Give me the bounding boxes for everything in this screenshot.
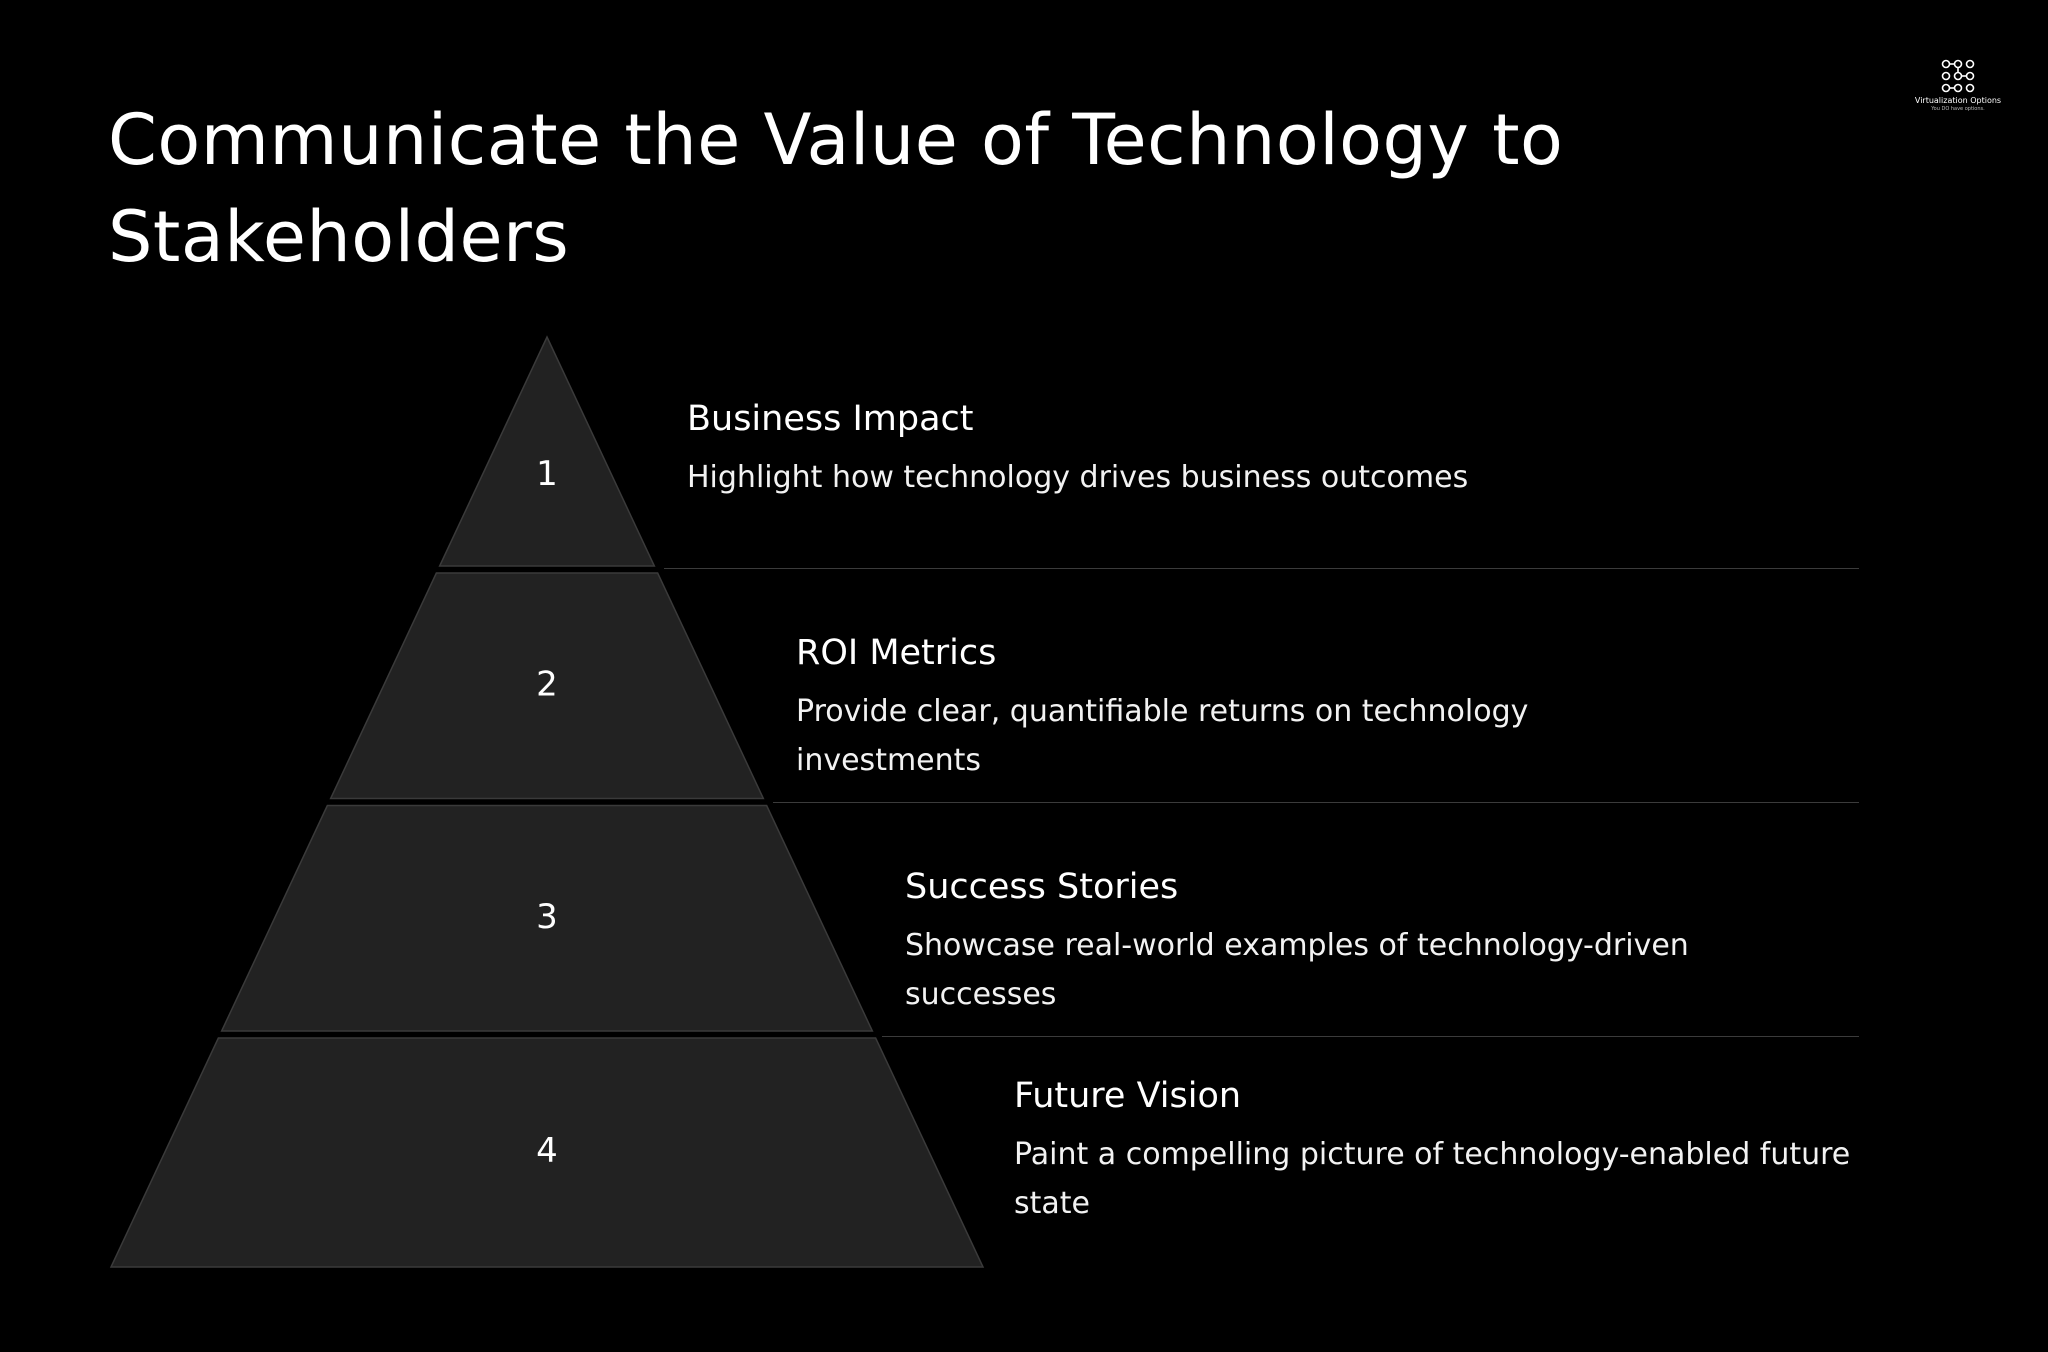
tier-3-number: 3 — [536, 897, 558, 937]
logo-name: Virtualization Options — [1914, 96, 2002, 105]
tier-3-text: Success Stories Showcase real-world exam… — [905, 865, 1805, 1019]
tier-1-number: 1 — [536, 454, 558, 494]
tier-2-text: ROI Metrics Provide clear, quantifiable … — [796, 631, 1696, 785]
tier-3-description: Showcase real-world examples of technolo… — [905, 928, 1689, 1012]
page-title: Communicate the Value of Technology to S… — [108, 99, 1564, 278]
tier-1-text: Business Impact Highlight how technology… — [687, 397, 1587, 502]
tier-4-title: Future Vision — [1014, 1076, 1242, 1116]
tier-3-title: Success Stories — [905, 867, 1179, 907]
pyramid-tier-1 — [438, 335, 656, 567]
logo: Virtualization Options You DO have optio… — [1898, 58, 2018, 113]
tier-divider — [882, 1036, 1859, 1037]
tier-divider — [664, 568, 1859, 569]
tier-2-number: 2 — [536, 664, 558, 704]
pyramid-tier-3 — [220, 804, 874, 1032]
tier-1-description: Highlight how technology drives business… — [687, 460, 1469, 495]
tier-4-text: Future Vision Paint a compelling picture… — [1014, 1074, 1874, 1228]
tier-2-description: Provide clear, quantifiable returns on t… — [796, 694, 1529, 778]
tier-divider — [773, 802, 1859, 803]
logo-tagline: You DO have options. — [1931, 106, 1985, 112]
tier-4-number: 4 — [536, 1131, 558, 1171]
tier-1-title: Business Impact — [687, 399, 974, 439]
tier-2-title: ROI Metrics — [796, 633, 997, 673]
pyramid-tier-2 — [329, 572, 765, 800]
logo-icon — [1941, 59, 1975, 93]
pyramid-tier-4 — [109, 1037, 985, 1268]
tier-4-description: Paint a compelling picture of technology… — [1014, 1137, 1851, 1221]
